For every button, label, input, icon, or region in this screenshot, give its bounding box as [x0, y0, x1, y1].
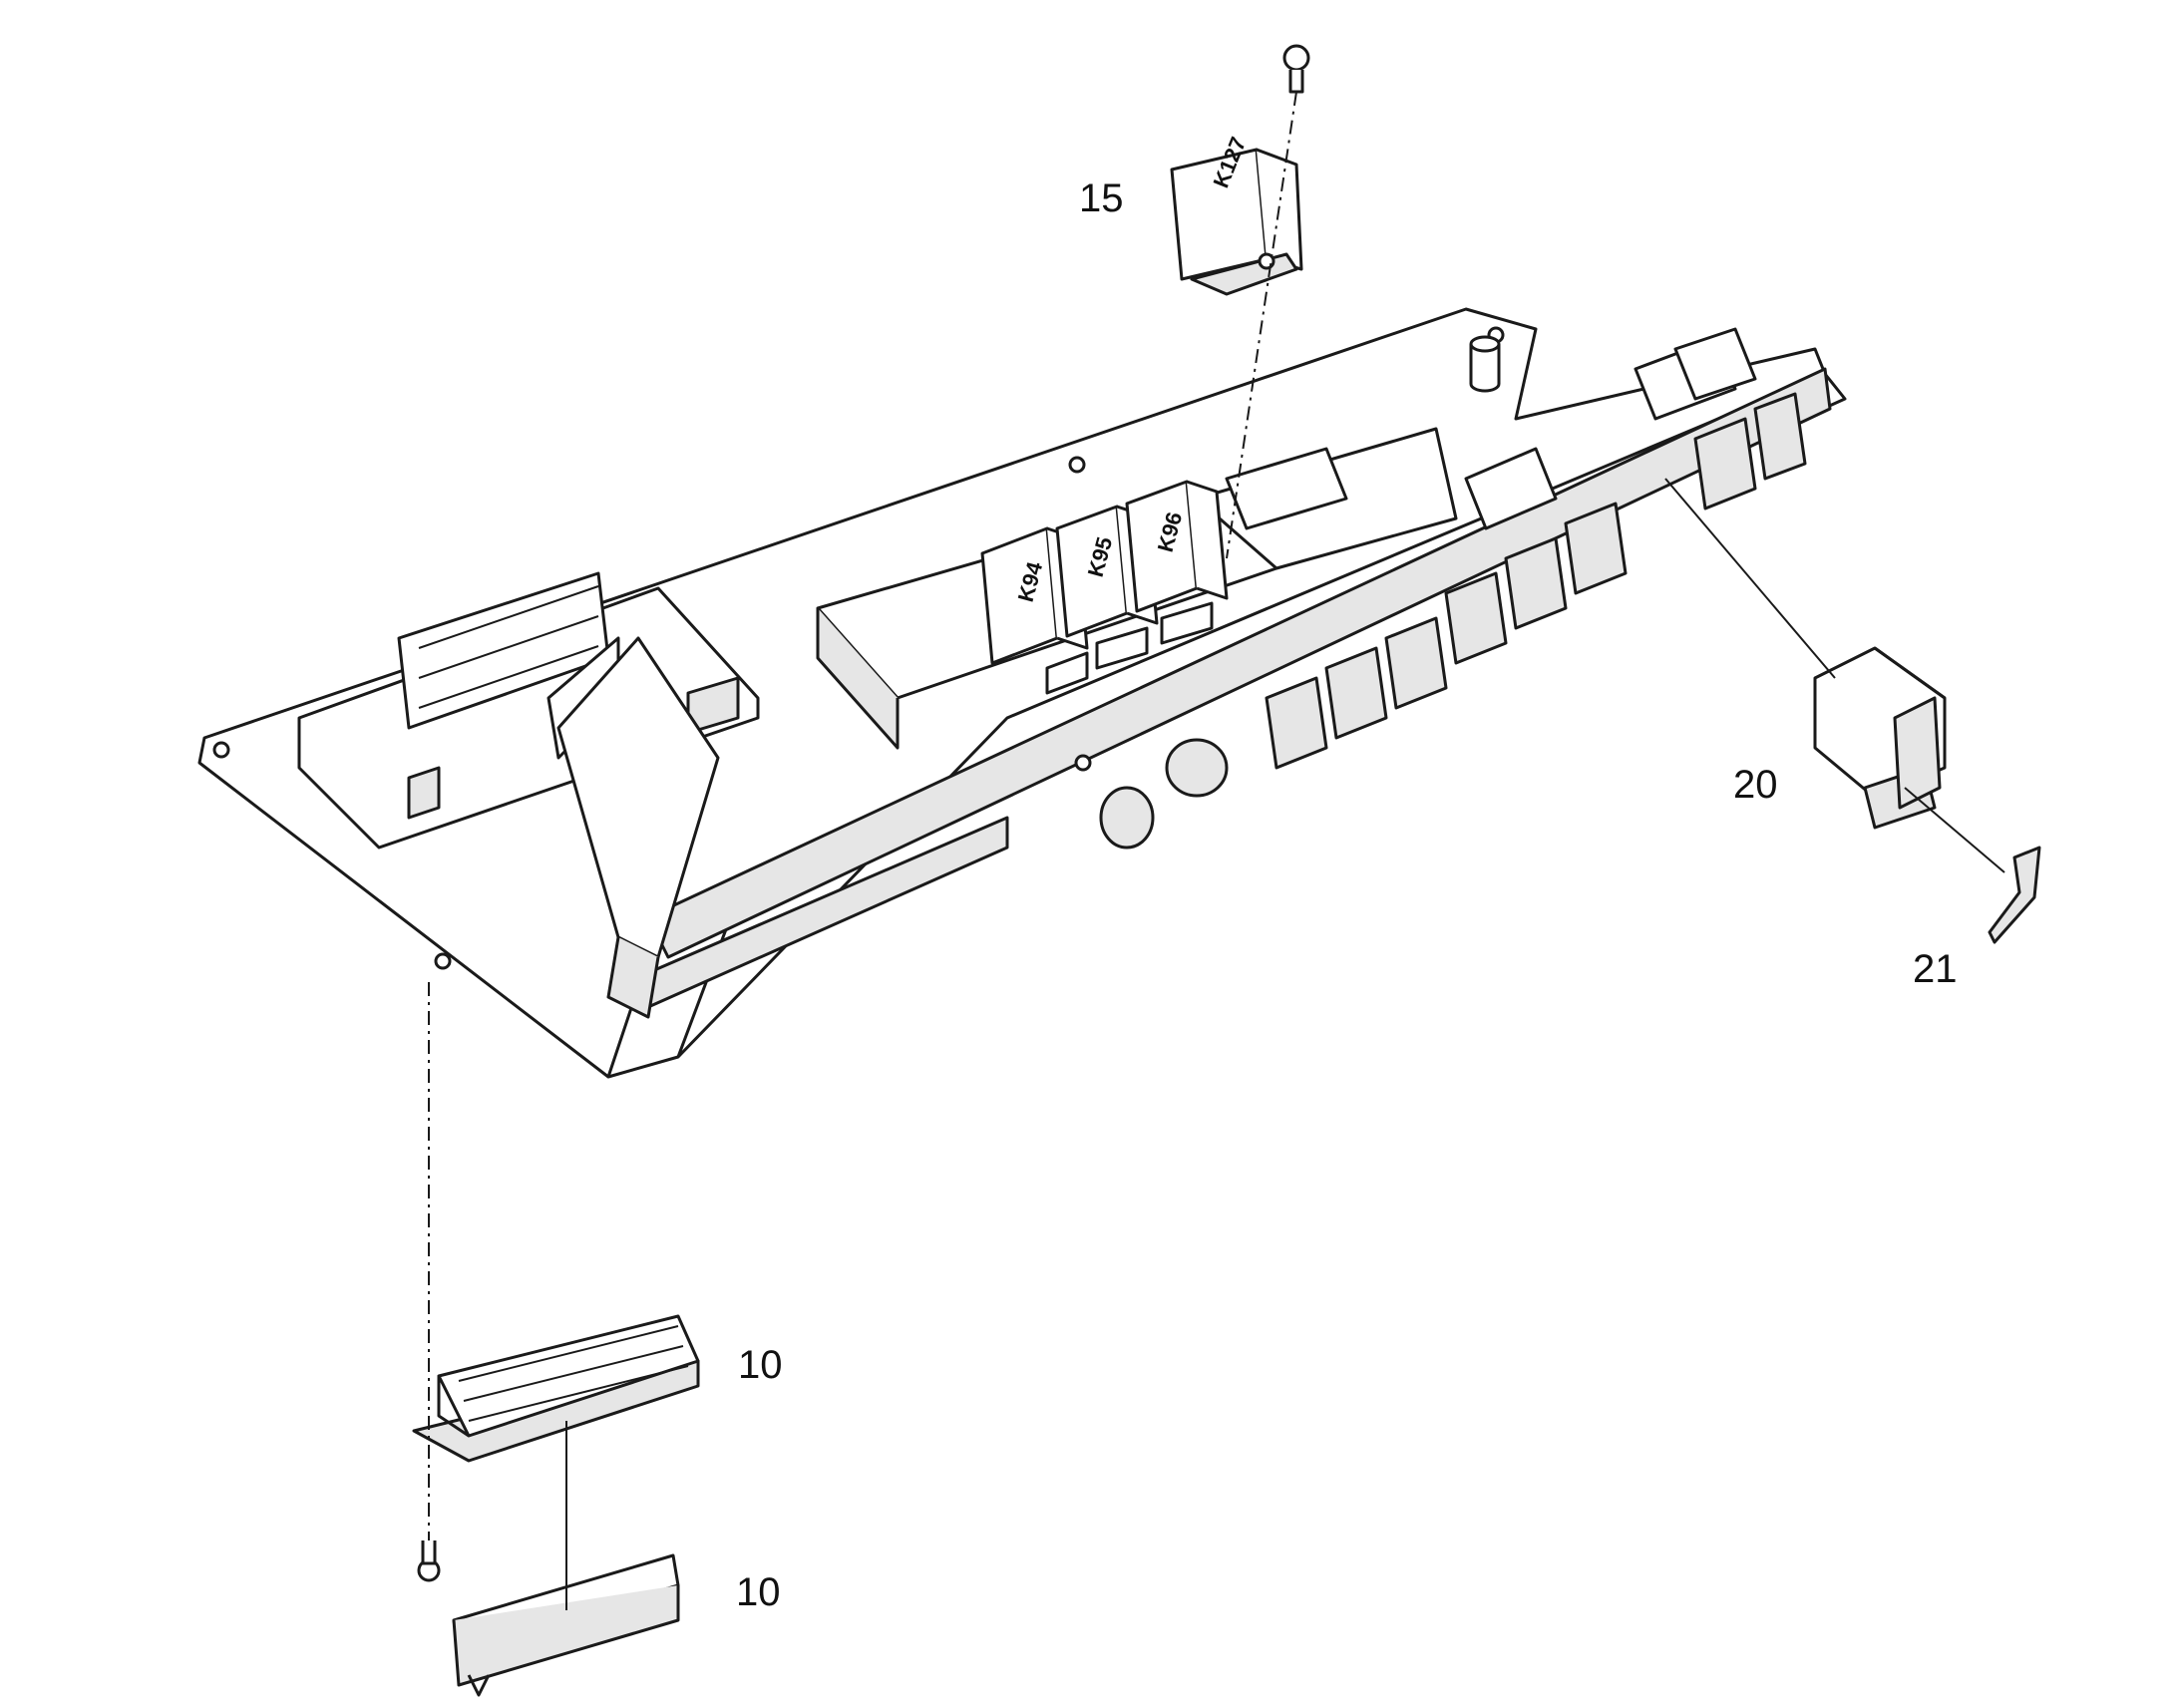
mounting-hole	[1068, 456, 1086, 474]
rocker-switch	[1324, 646, 1388, 740]
rocker-switch-part	[1813, 646, 1947, 830]
rocker-switch	[1265, 676, 1328, 770]
callout-21: 21	[1913, 947, 1958, 991]
callout-15: 15	[1079, 176, 1124, 220]
screw-bottom	[417, 1540, 441, 1582]
rocker-switch	[1384, 616, 1448, 710]
relay-k96	[1125, 480, 1229, 645]
mounting-hole	[434, 952, 452, 970]
rocker-switch	[1444, 571, 1508, 665]
assembly-lines	[428, 91, 2005, 1610]
rocker-switch	[1564, 502, 1628, 595]
callout-10-connector: 10	[738, 1343, 783, 1387]
mounting-hole	[1074, 754, 1092, 772]
switch-leader-line	[1664, 478, 1836, 679]
switch-row	[1265, 392, 1807, 770]
standoff-post	[1469, 335, 1501, 393]
rotary-knob	[1165, 738, 1229, 798]
switch-housings	[1464, 327, 1757, 530]
screw-top	[1282, 44, 1310, 94]
rocker-switch	[1693, 417, 1757, 511]
pin-connector-part	[412, 1314, 700, 1463]
lens-cap-part	[1988, 846, 2041, 944]
centre-bracket	[556, 636, 720, 1019]
callout-20: 20	[1733, 763, 1778, 807]
control-knobs	[1099, 738, 1229, 850]
callout-10-cover: 10	[736, 1570, 781, 1614]
lens-leader-line	[1904, 787, 2005, 873]
rocker-switch	[1753, 392, 1807, 481]
rotary-knob	[1099, 786, 1155, 850]
rocker-switch	[1504, 536, 1568, 630]
mounting-hole	[212, 741, 230, 759]
relay-centre-line	[1226, 91, 1297, 559]
